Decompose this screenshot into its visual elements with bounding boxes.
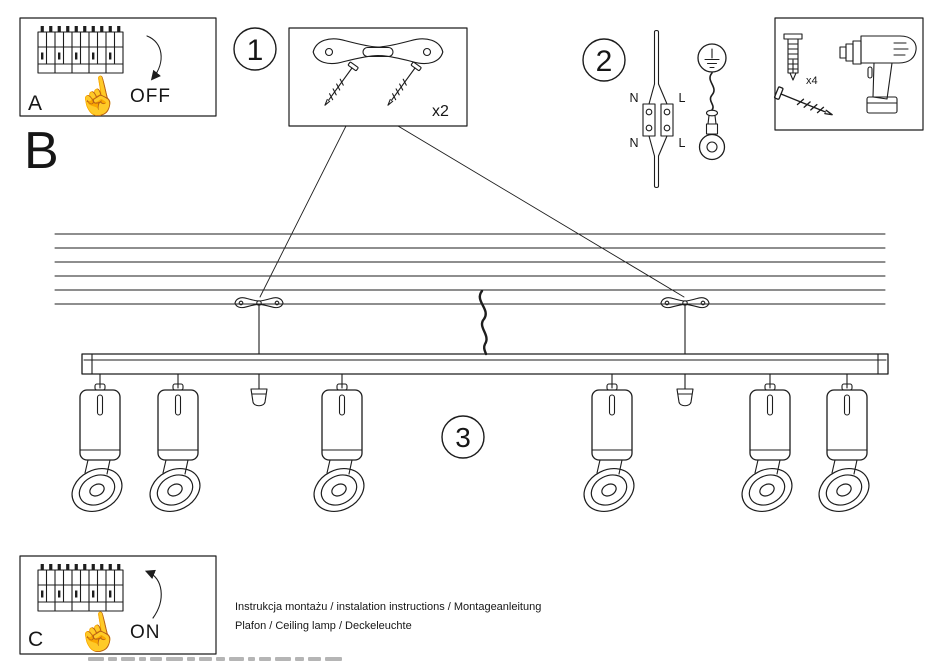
drill-icon <box>839 35 917 114</box>
step1-number: 1 <box>247 34 264 67</box>
footer-line2: Plafon / Ceiling lamp / Deckeleuchte <box>235 620 412 632</box>
hand-icon: ☝ <box>71 71 124 122</box>
spotlight <box>142 373 208 521</box>
panel-c-state: ON <box>130 622 161 643</box>
spotlight <box>734 373 800 521</box>
step1-qty: x2 <box>432 103 449 120</box>
callout-lines <box>259 125 685 298</box>
canopy-nut-icon <box>676 373 694 407</box>
earth-symbol-icon <box>697 43 727 73</box>
screw-icon <box>773 85 836 121</box>
panel-c-label: C <box>28 628 43 651</box>
section-b-label: B <box>24 122 59 180</box>
wire-label-n-bottom: N <box>629 136 638 150</box>
panel-a-box <box>19 17 217 117</box>
earth-wire <box>709 72 715 111</box>
step2-callout <box>582 38 626 82</box>
hand-icon: ☝ <box>71 607 124 658</box>
panel-a-state: OFF <box>130 86 171 107</box>
spotlight <box>811 373 877 521</box>
panel-c-box <box>19 555 217 655</box>
wiring-diagram <box>642 29 727 189</box>
wire-label-n-top: N <box>629 91 638 105</box>
wall-plug-icon <box>783 33 803 81</box>
breaker-panel-icon <box>37 563 124 612</box>
tools-box <box>773 17 924 131</box>
breaker-panel-icon <box>37 25 124 74</box>
track-bar <box>81 353 889 375</box>
terminal-block-icon <box>642 103 674 137</box>
curved-arrow-up-icon <box>144 569 162 619</box>
canopy-nut-icon <box>250 373 268 407</box>
ring-terminal-icon <box>698 109 726 161</box>
wire-label-l-top: L <box>679 91 686 105</box>
screw-icon <box>383 61 422 109</box>
ceiling-bracket-icon <box>660 297 710 355</box>
spotlight <box>64 373 130 521</box>
step1-callout <box>233 27 277 71</box>
ceiling-lines <box>54 233 886 305</box>
power-cable <box>478 289 488 356</box>
spotlight <box>576 373 642 521</box>
step2-number: 2 <box>596 45 613 78</box>
step3-number: 3 <box>455 422 471 453</box>
fine-print-marks <box>88 657 342 661</box>
ceiling-bracket-icon <box>234 297 284 355</box>
step1-box <box>288 27 468 127</box>
bracket-icon <box>311 37 445 65</box>
wire-label-l-bottom: L <box>679 136 686 150</box>
step3-callout <box>441 415 485 459</box>
spotlight <box>306 373 372 521</box>
screw-icon <box>320 61 359 109</box>
wall-plug-qty: x4 <box>806 75 818 87</box>
panel-a-label: A <box>28 92 42 115</box>
curved-arrow-down-icon <box>146 35 162 81</box>
footer-line1: Instrukcja montażu / instalation instruc… <box>235 601 541 613</box>
